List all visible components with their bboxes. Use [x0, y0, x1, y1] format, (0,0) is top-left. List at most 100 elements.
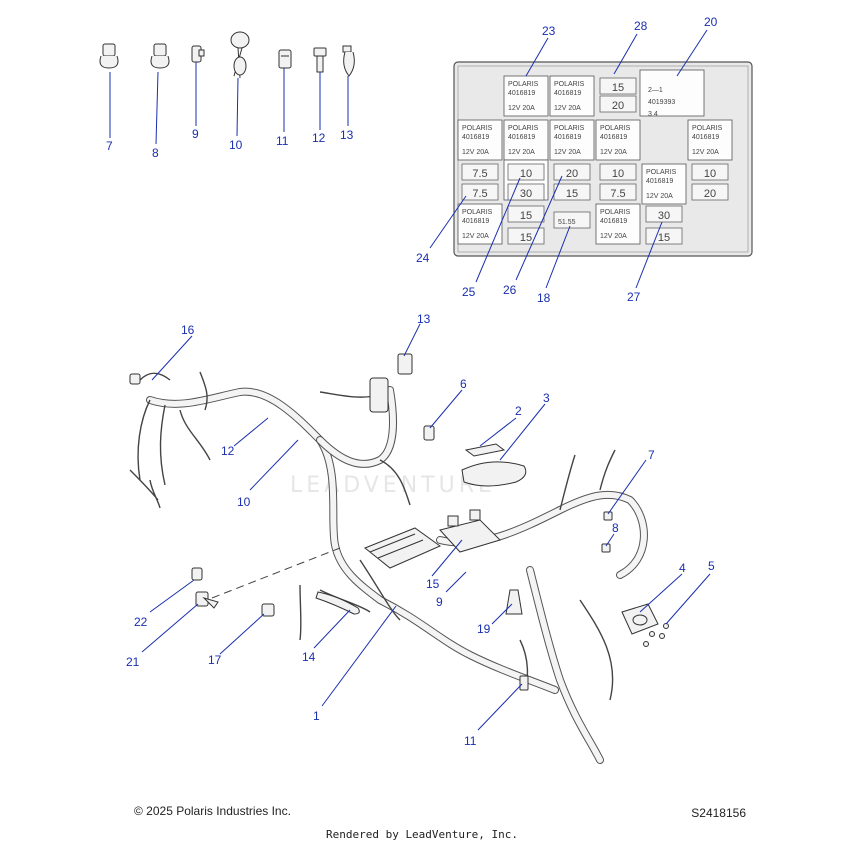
- fuse-13-label: 30: [658, 210, 670, 222]
- fuse-14: 15: [507, 227, 545, 245]
- diode-text-0: 2—1: [648, 87, 663, 94]
- relay-5-text-1: 4016819: [600, 134, 627, 141]
- callout-13: 13: [340, 128, 354, 142]
- callout-8: 8: [152, 146, 159, 160]
- relay-5-text-0: POLARIS: [600, 125, 631, 132]
- callout-18: 18: [537, 291, 551, 305]
- callout-21: 21: [126, 655, 140, 669]
- small-module-label: 51.55: [558, 219, 576, 226]
- relay-6: POLARIS 4016819 12V 20A: [687, 119, 733, 161]
- callout-7: 7: [106, 139, 113, 153]
- fuse-11: 20: [691, 183, 729, 201]
- part-7-clip: [99, 43, 119, 69]
- callout-11-harness: 11: [464, 734, 477, 748]
- part-6-connector: [423, 425, 435, 441]
- relay-6-text-2: 12V 20A: [692, 149, 719, 156]
- copyright-text: © 2025 Polaris Industries Inc.: [134, 804, 291, 818]
- part-10-cable-tie: [230, 31, 250, 79]
- relay-1-text-0: POLARIS: [554, 81, 585, 88]
- relay-7-text-2: 12V 20A: [646, 193, 673, 200]
- fuse-9-label: 15: [566, 188, 578, 200]
- fuse-4-label: 20: [566, 168, 578, 180]
- fuse-3-label: 10: [520, 168, 532, 180]
- fuse-14-label: 15: [520, 232, 532, 244]
- relay-1-text-2: 12V 20A: [554, 105, 581, 112]
- part-8-connector-harness: [601, 543, 611, 553]
- relay-2: POLARIS 4016819 12V 20A: [457, 119, 503, 161]
- relay-6-text-1: 4016819: [692, 134, 719, 141]
- relay-6-text-0: POLARIS: [692, 125, 723, 132]
- small-module: 51.55: [553, 211, 591, 229]
- fuse-5-label: 10: [612, 168, 624, 180]
- callout-22: 22: [134, 615, 148, 629]
- callout-10: 10: [229, 138, 243, 152]
- watermark-text: LEADVENTURE: [290, 473, 496, 498]
- relay-0-text-0: POLARIS: [508, 81, 539, 88]
- callout-28: 28: [634, 19, 648, 33]
- fuse-2: 7.5: [461, 163, 499, 181]
- callout-26: 26: [503, 283, 517, 297]
- fuse-11-label: 20: [704, 188, 716, 200]
- callout-8-harness: 8: [612, 521, 619, 535]
- fuse-grid: POLARIS 4016819 12V 20A POLARIS 4016819 12V 2…: [457, 69, 733, 245]
- callout-12: 12: [312, 131, 326, 145]
- relay-3-text-0: POLARIS: [508, 125, 539, 132]
- part-21-cap: [195, 591, 219, 609]
- relay-5-text-2: 12V 20A: [600, 149, 627, 156]
- diode-text-1: 4019393: [648, 99, 675, 106]
- fuse-9: 15: [553, 183, 591, 201]
- relay-9-text-0: POLARIS: [600, 209, 631, 216]
- callout-9: 9: [192, 127, 199, 141]
- fuse-box-on-harness: [364, 527, 442, 569]
- fuse-5: 10: [599, 163, 637, 181]
- callout-11: 11: [276, 134, 289, 148]
- fuse-6: 10: [691, 163, 729, 181]
- fuse-10-label: 7.5: [610, 188, 625, 200]
- fuse-8-label: 30: [520, 188, 532, 200]
- part-13-cable-tie: [342, 45, 355, 77]
- part-8-clip: [150, 43, 170, 69]
- part-3-cover: [461, 461, 527, 487]
- relay-2-text-1: 4016819: [462, 134, 489, 141]
- rendered-by-text: Rendered by LeadVenture, Inc.: [325, 828, 519, 841]
- relay-3-text-2: 12V 20A: [508, 149, 535, 156]
- part-2-pad: [464, 443, 506, 457]
- fuse-1: 20: [599, 95, 637, 113]
- relay-7-text-1: 4016819: [646, 178, 673, 185]
- fuse-15-label: 15: [658, 232, 670, 244]
- main-wire-harness: [129, 371, 648, 764]
- relay-0-text-2: 12V 20A: [508, 105, 535, 112]
- fuse-7: 7.5: [461, 183, 499, 201]
- fuse-3: 10: [507, 163, 545, 181]
- part-16-connector: [129, 373, 141, 385]
- relay-2-text-0: POLARIS: [462, 125, 493, 132]
- callout-3: 3: [543, 391, 550, 405]
- part-14-boot: [315, 591, 360, 615]
- connector-block-15: [439, 509, 501, 553]
- relay-4-text-1: 4016819: [554, 134, 581, 141]
- fuse-2-label: 7.5: [472, 168, 487, 180]
- ecu-connector-13: [369, 353, 413, 413]
- part-17-connector: [261, 603, 275, 617]
- callout-9-harness: 9: [436, 595, 443, 609]
- callout-10-harness: 10: [237, 495, 251, 509]
- fuse-12: 15: [507, 205, 545, 223]
- callout-16: 16: [181, 323, 195, 337]
- callout-23: 23: [542, 24, 556, 38]
- part-7-connector-harness: [603, 511, 613, 521]
- callout-24: 24: [416, 251, 430, 265]
- callout-5: 5: [708, 559, 715, 573]
- relay-2-text-2: 12V 20A: [462, 149, 489, 156]
- fuse-6-label: 10: [704, 168, 716, 180]
- part-12-bolt: [313, 47, 327, 73]
- fuse-0: 15: [599, 77, 637, 95]
- diode-text-2: 3 4: [648, 111, 658, 118]
- relay-5: POLARIS 4016819 12V 20A: [595, 119, 641, 161]
- part-11-connector: [278, 49, 292, 69]
